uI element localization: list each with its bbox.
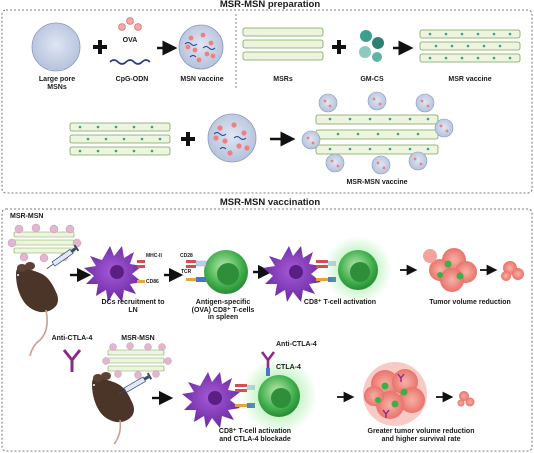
t-cell-icon: [204, 250, 248, 294]
anti-ctla4-label-left: Anti-CTLA-4: [51, 335, 93, 342]
msr-vaccine-label: MSR vaccine: [448, 76, 492, 83]
small-tumor-icon: [457, 391, 475, 407]
msn-vaccine-icon: [207, 113, 257, 163]
anti-ctla4-label-right: Anti-CTLA-4: [276, 341, 317, 348]
syringe-icon: [46, 244, 80, 269]
tumor-icon: [363, 362, 427, 426]
syringe-icon: [118, 372, 153, 395]
tcr-label: TCR: [181, 269, 192, 275]
dendritic-cell-icon: [263, 246, 321, 302]
dcs-recruitment-label: DCs recruitment to LN: [101, 299, 165, 314]
cd28-label: CD28: [180, 253, 193, 259]
greater-reduction-label: Greater tumor volume reduction and highe…: [367, 428, 475, 443]
ctla4-antibody-icon: [260, 351, 276, 376]
msr-msn-label-1: MSR-MSN: [10, 213, 44, 220]
msrs-icon: [242, 27, 324, 61]
gm-cs-icon: [359, 30, 384, 62]
plus-icon: [332, 40, 346, 54]
msn-vaccine-label: MSN vaccine: [180, 76, 224, 83]
large-pore-msn-icon: [31, 22, 81, 72]
cd8-activation-label: CD8⁺ T-cell activation: [303, 299, 377, 306]
mhc-ii-receptor-icon: [137, 260, 145, 268]
msr-msn-small-icon: [102, 342, 172, 379]
msr-msn-vaccine-icon: [301, 91, 454, 175]
large-pore-msns-label: Large pore MSNs: [38, 76, 76, 91]
msr-vaccine-icon: [69, 122, 171, 156]
cd86-receptor-icon: [137, 280, 145, 283]
tumor-reduction-label: Tumor volume reduction: [429, 299, 511, 306]
ctla4-label: CTLA-4: [276, 364, 301, 371]
small-tumor-icon: [501, 261, 524, 281]
antibody-icon: [62, 349, 82, 372]
prep-section-box: [1, 9, 533, 194]
vacc-section-box: [1, 208, 533, 452]
gm-cs-label: GM-CS: [360, 76, 384, 83]
plus-icon: [181, 132, 195, 146]
prep-section-title: MSR-MSN preparation: [219, 0, 321, 10]
activated-t-cell-icon: [241, 358, 317, 434]
plus-icon: [93, 40, 107, 54]
msr-msn-label-2: MSR-MSN: [121, 335, 155, 342]
cpg-odn-icon: [109, 59, 151, 65]
activated-t-cell-icon: [324, 236, 392, 304]
msr-msn-vaccine-label: MSR-MSN vaccine: [346, 179, 408, 186]
msn-vaccine-icon: [178, 24, 224, 70]
ova-label: OVA: [122, 37, 138, 44]
ova-antigen-icon: [118, 17, 142, 31]
receptor-pair-icon: [186, 260, 207, 282]
mhc-ii-label: MHC-II: [146, 253, 162, 259]
mouse-icon: [92, 372, 134, 445]
dendritic-cell-icon: [84, 246, 142, 302]
antigen-specific-label: Antigen-specific (OVA) CD8⁺ T-cells in s…: [191, 299, 255, 322]
cd8-activation-blockade-label: CD8⁺ T-cell activation and CTLA-4 blocka…: [218, 428, 292, 443]
mouse-icon: [16, 262, 58, 357]
msr-vaccine-icon: [419, 29, 521, 63]
msrs-label: MSRs: [273, 76, 293, 83]
dendritic-cell-icon: [182, 372, 240, 428]
msr-msn-small-icon: [7, 223, 82, 263]
tumor-icon: [423, 248, 477, 292]
cd86-label: CD86: [146, 279, 159, 285]
vacc-section-title: MSR-MSN vaccination: [219, 197, 321, 208]
cpg-odn-label: CpG-ODN: [115, 76, 149, 83]
